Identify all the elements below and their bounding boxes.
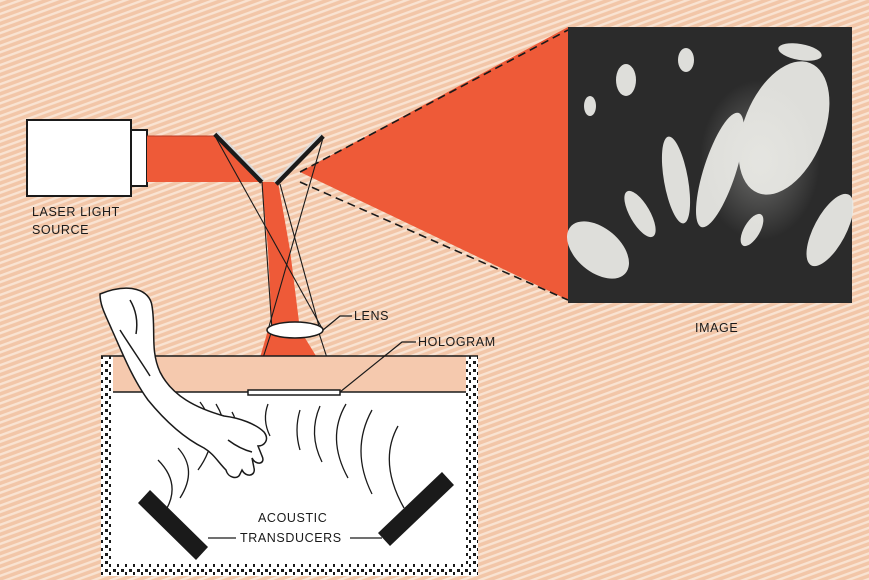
laser-source [27, 120, 147, 196]
hologram-label: HOLOGRAM [418, 335, 496, 349]
transducers-label-line2: TRANSDUCERS [240, 531, 342, 545]
transducers-label-line1: ACOUSTIC [258, 511, 327, 525]
laser-label-line1: LASER LIGHT [32, 205, 120, 219]
laser-label-line2: SOURCE [32, 223, 89, 237]
reconstructed-image [556, 27, 863, 303]
image-label: IMAGE [695, 321, 738, 335]
lens [267, 322, 323, 338]
hologram-plate [248, 390, 340, 395]
laser-nozzle [131, 130, 147, 186]
lens-label: LENS [354, 309, 389, 323]
laser-housing [27, 120, 131, 196]
